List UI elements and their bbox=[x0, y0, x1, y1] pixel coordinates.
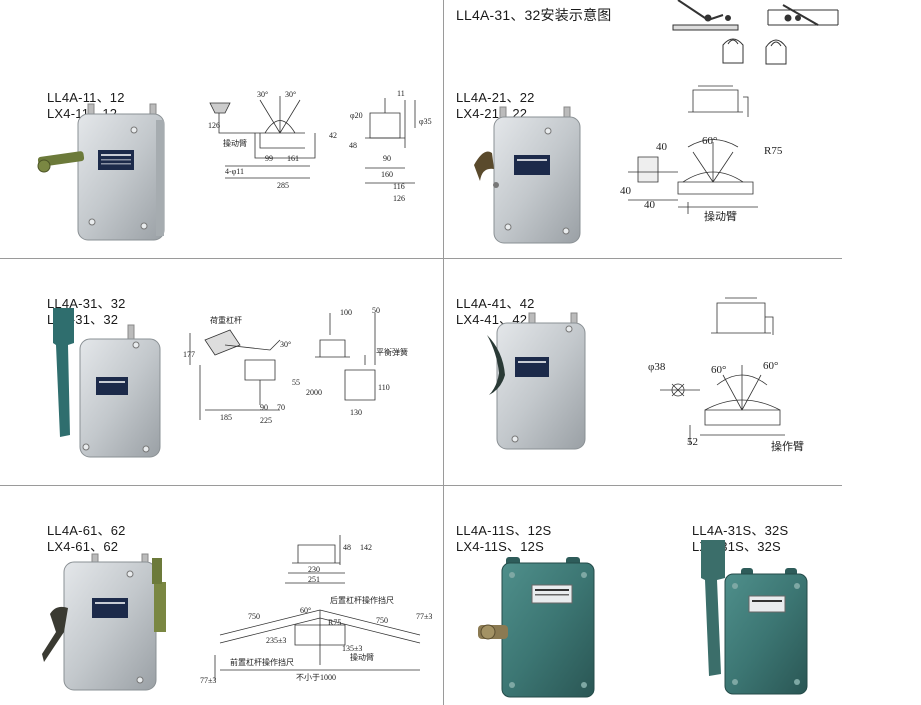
svg-text:60°: 60° bbox=[702, 135, 717, 147]
install-title: LL4A-31、32安装示意图 bbox=[456, 7, 612, 23]
svg-text:100: 100 bbox=[340, 308, 352, 317]
svg-text:操动臂: 操动臂 bbox=[350, 652, 374, 662]
svg-text:161: 161 bbox=[287, 154, 299, 163]
svg-text:4-φ11: 4-φ11 bbox=[225, 167, 244, 176]
svg-text:11: 11 bbox=[397, 89, 405, 98]
svg-text:251: 251 bbox=[308, 575, 320, 584]
svg-text:50: 50 bbox=[372, 306, 380, 315]
row-divider-1 bbox=[0, 258, 842, 259]
svg-text:φ35: φ35 bbox=[419, 117, 432, 126]
product-image-ll4a-41 bbox=[487, 312, 586, 450]
svg-text:前置杠杆操作挡尺: 前置杠杆操作挡尺 bbox=[230, 657, 294, 667]
svg-text:R75: R75 bbox=[764, 145, 783, 157]
column-divider bbox=[443, 0, 444, 705]
drawing-ll4a-61: 48 142 230 251 60° R75 750 750 后置杠杆操作挡尺 … bbox=[200, 535, 432, 685]
svg-text:操动臂: 操动臂 bbox=[223, 138, 247, 148]
svg-text:160: 160 bbox=[381, 170, 393, 179]
svg-text:操作臂: 操作臂 bbox=[771, 439, 804, 453]
svg-text:平衡弹簧: 平衡弹簧 bbox=[376, 347, 408, 357]
svg-text:60°: 60° bbox=[763, 360, 778, 372]
svg-text:99: 99 bbox=[265, 154, 273, 163]
product-image-ll4a-31 bbox=[53, 308, 161, 458]
svg-text:60°: 60° bbox=[300, 606, 311, 615]
svg-text:荷重杠杆: 荷重杠杆 bbox=[210, 315, 242, 325]
svg-text:285: 285 bbox=[277, 181, 289, 190]
svg-text:48: 48 bbox=[349, 141, 357, 150]
svg-text:30°: 30° bbox=[257, 90, 268, 99]
svg-text:77±3: 77±3 bbox=[416, 612, 432, 621]
svg-text:φ38: φ38 bbox=[648, 361, 666, 373]
svg-text:135±3: 135±3 bbox=[342, 644, 362, 653]
svg-text:70: 70 bbox=[277, 403, 285, 412]
svg-text:40: 40 bbox=[644, 199, 656, 211]
drawing-ll4a-11: 30° 30° 操动臂 4-φ11 99 161 285 42 126 φ20 … bbox=[208, 89, 432, 203]
svg-text:后置杠杆操作挡尺: 后置杠杆操作挡尺 bbox=[330, 595, 394, 605]
svg-text:116: 116 bbox=[393, 182, 405, 191]
svg-text:48: 48 bbox=[343, 543, 351, 552]
svg-text:225: 225 bbox=[260, 416, 272, 425]
svg-text:2000: 2000 bbox=[306, 388, 322, 397]
svg-text:130: 130 bbox=[350, 408, 362, 417]
svg-text:177: 177 bbox=[183, 350, 195, 359]
svg-text:126: 126 bbox=[208, 121, 220, 130]
install-diagram bbox=[672, 0, 839, 65]
svg-text:30°: 30° bbox=[280, 340, 291, 349]
svg-text:42: 42 bbox=[329, 131, 337, 140]
svg-text:110: 110 bbox=[378, 383, 390, 392]
product-image-ll4a-61 bbox=[42, 553, 166, 691]
svg-text:126: 126 bbox=[393, 194, 405, 203]
svg-text:52: 52 bbox=[687, 436, 698, 448]
svg-text:60°: 60° bbox=[711, 364, 726, 376]
svg-text:40: 40 bbox=[620, 185, 632, 197]
svg-text:40: 40 bbox=[656, 141, 668, 153]
svg-text:30°: 30° bbox=[285, 90, 296, 99]
svg-text:R75: R75 bbox=[328, 618, 341, 627]
product-image-ll4a-11 bbox=[37, 103, 165, 241]
product-image-ll4a-11s bbox=[478, 557, 595, 698]
svg-text:185: 185 bbox=[220, 413, 232, 422]
svg-text:55: 55 bbox=[292, 378, 300, 387]
drawing-ll4a-21: 40 60° R75 40 40 操动臂 bbox=[620, 85, 783, 223]
svg-text:750: 750 bbox=[376, 616, 388, 625]
svg-text:142: 142 bbox=[360, 543, 372, 552]
svg-text:77±3: 77±3 bbox=[200, 676, 216, 685]
svg-text:操动臂: 操动臂 bbox=[704, 209, 737, 223]
drawing-ll4a-41: φ38 60° 60° 52 操作臂 bbox=[648, 297, 804, 453]
svg-text:230: 230 bbox=[308, 565, 320, 574]
svg-text:90: 90 bbox=[383, 154, 391, 163]
drawing-ll4a-31: 荷重杠杆 30° 177 55 2000 185 90 70 225 100 5… bbox=[183, 306, 408, 425]
svg-text:90: 90 bbox=[260, 403, 268, 412]
svg-text:750: 750 bbox=[248, 612, 260, 621]
product-image-ll4a-21 bbox=[474, 106, 581, 244]
svg-text:235±3: 235±3 bbox=[266, 636, 286, 645]
svg-text:φ20: φ20 bbox=[350, 111, 363, 120]
product-image-ll4a-31s bbox=[701, 540, 808, 695]
row-divider-2 bbox=[0, 485, 842, 486]
svg-text:不小于1000: 不小于1000 bbox=[296, 673, 336, 682]
